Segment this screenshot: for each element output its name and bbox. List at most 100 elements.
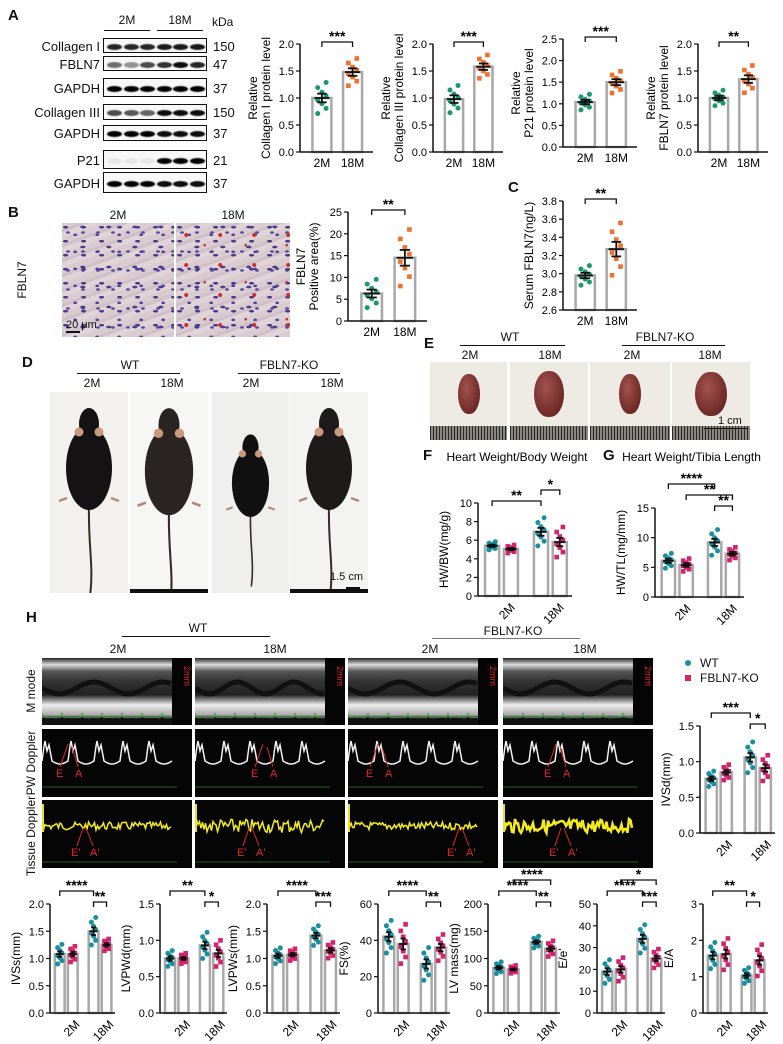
significance-label: ****	[66, 877, 88, 893]
significance-label: ***	[461, 28, 478, 44]
mice-genotype-line	[77, 373, 180, 374]
significance-bracket: **	[92, 888, 108, 907]
mouse-ear	[74, 427, 84, 437]
y-tick-label: 15	[637, 503, 649, 515]
data-point	[727, 557, 732, 563]
blot-band	[189, 43, 205, 50]
significance-bracket: ****	[498, 877, 537, 896]
e-wave-label: E	[366, 768, 373, 780]
error-bar	[311, 931, 321, 940]
mouse-ear	[334, 427, 344, 437]
significance-bracket: ***	[710, 699, 751, 718]
x-tick-label: 2M	[280, 1017, 302, 1039]
bar	[605, 80, 628, 149]
data-point	[325, 955, 331, 961]
data-point	[292, 946, 298, 952]
y-tick-label: 0.0	[679, 828, 694, 840]
y-tick-label: 6	[466, 535, 472, 547]
y-tick-label: 0	[336, 316, 342, 328]
x-tick-label: 2M	[714, 1017, 736, 1039]
y-tick-label: 0.0	[677, 147, 692, 159]
ruler	[510, 426, 588, 440]
echo-m-mode-image: 2mm	[195, 658, 345, 725]
data-point	[668, 550, 674, 556]
significance-bracket: *	[745, 888, 761, 907]
panel-label-e: E	[424, 335, 435, 352]
data-point	[578, 94, 584, 100]
data-point	[720, 100, 726, 106]
mouse-feet	[58, 496, 120, 503]
depth-label: 2mm	[643, 666, 653, 686]
mouse-body	[144, 427, 194, 516]
x-tick-label: 2M	[61, 1017, 83, 1039]
y-axis-label: FS(%)	[337, 942, 351, 976]
y-tick-label: 5	[643, 562, 649, 574]
significance-bracket: *	[749, 710, 766, 729]
y-tick-label: 200	[464, 899, 482, 911]
heart-photo	[672, 362, 750, 440]
data-point	[426, 959, 432, 965]
data-point	[750, 739, 756, 745]
y-tick-label: 1.0	[412, 93, 427, 105]
a-prime-label: A'	[90, 847, 99, 859]
heart-photo	[430, 362, 507, 440]
data-point	[169, 948, 175, 954]
data-point	[741, 980, 747, 986]
error-bar	[603, 967, 612, 976]
data-point	[421, 950, 427, 956]
data-point	[481, 68, 486, 74]
error-bar	[745, 752, 755, 763]
y-tick-label: 3.2	[542, 251, 557, 263]
error-bar	[288, 952, 297, 958]
a-wave-label: A	[385, 768, 393, 780]
blot-band	[189, 61, 205, 68]
bar	[177, 957, 190, 1015]
significance-bracket: **	[713, 492, 734, 511]
hearts-age-wt-18m: 18M	[538, 348, 562, 362]
data-point	[438, 950, 443, 955]
blot-band	[140, 131, 155, 137]
significance-label: **	[383, 196, 394, 212]
panel-label-g: G	[603, 447, 615, 464]
data-point	[536, 933, 542, 939]
y-tick-label: 0	[476, 1008, 482, 1020]
tissue-doppler-trace	[348, 819, 478, 832]
data-point	[330, 953, 336, 958]
hearts-age-ko-18m: 18M	[698, 348, 722, 362]
y-tick-label: 1.5	[246, 926, 261, 938]
blot-strip	[103, 172, 207, 193]
echo-m-mode-image: 2mm	[42, 658, 192, 725]
significance-label: ***	[723, 699, 740, 715]
data-point	[609, 90, 615, 96]
data-point	[373, 300, 379, 306]
data-point	[706, 771, 712, 777]
data-point	[165, 950, 171, 956]
significance-label: ****	[286, 877, 308, 893]
bar	[285, 953, 300, 1015]
data-point	[178, 952, 184, 958]
data-point	[725, 949, 731, 955]
data-point	[733, 555, 738, 561]
significance-bracket: ***	[584, 23, 617, 42]
data-point	[481, 60, 486, 65]
y-axis-label: LV mass(mg)	[447, 923, 461, 993]
data-point	[505, 550, 511, 556]
x-tick-label: 2M	[391, 1017, 413, 1039]
data-point	[311, 942, 317, 948]
mouse-body	[66, 426, 112, 510]
error-bar	[314, 92, 330, 104]
data-point	[55, 945, 61, 951]
y-tick-label: 40	[360, 935, 372, 947]
data-point	[760, 757, 766, 762]
data-point	[364, 281, 370, 287]
error-bar	[505, 547, 517, 552]
error-bar	[446, 94, 462, 104]
error-bar	[616, 965, 625, 974]
blot-band	[156, 43, 172, 50]
data-point	[765, 774, 771, 779]
significance-label: ***	[315, 888, 332, 904]
y-axis-label: Relative	[379, 76, 393, 120]
